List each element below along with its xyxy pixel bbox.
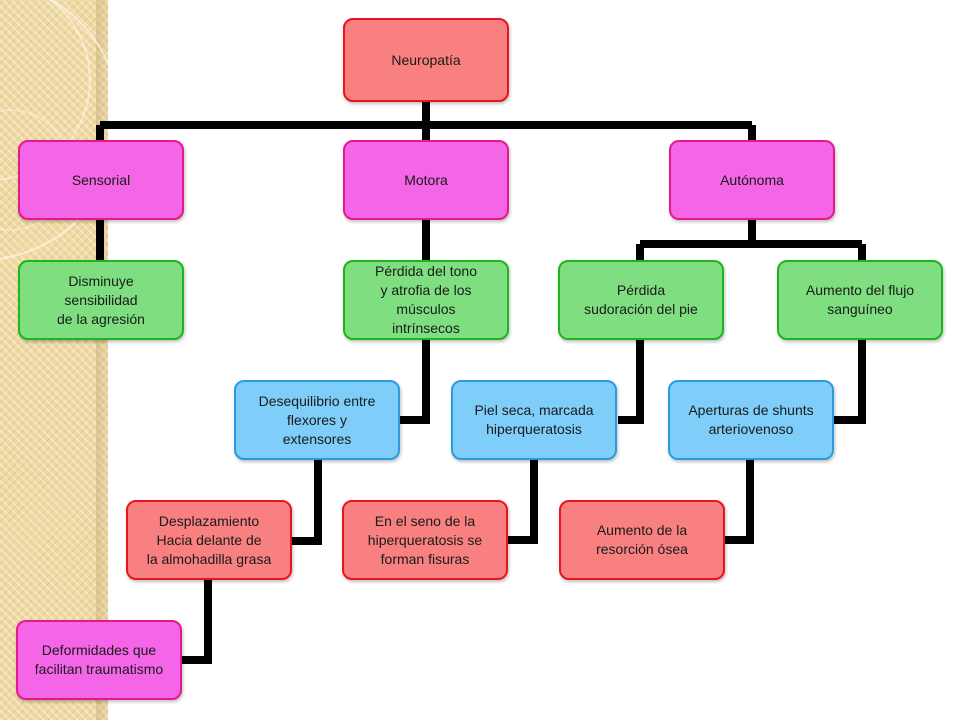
connector-perdida-tono-to-desequilibrio (400, 340, 430, 424)
piel-seca-node[interactable]: Piel seca, marcada hiperqueratosis (451, 380, 617, 460)
deformidades-node[interactable]: Deformidades que facilitan traumatismo (16, 620, 182, 700)
neuropatia-node[interactable]: Neuropatía (343, 18, 509, 102)
desequilibrio-node[interactable]: Desequilibrio entre flexores y extensore… (234, 380, 400, 460)
sensorial-node[interactable]: Sensorial (18, 140, 184, 220)
connector-flujo-to-aperturas (834, 340, 866, 424)
fisuras-node[interactable]: En el seno de la hiperqueratosis se form… (342, 500, 508, 580)
resorcion-osea-node[interactable]: Aumento de la resorción ósea (559, 500, 725, 580)
connector-desequilibrio-to-desplazamiento (292, 460, 322, 545)
perdida-tono-node[interactable]: Pérdida del tono y atrofia de los múscul… (343, 260, 509, 340)
motora-node[interactable]: Motora (343, 140, 509, 220)
paper-texture-background (0, 0, 108, 720)
disminuye-sensibilidad-node[interactable]: Disminuye sensibilidad de la agresión (18, 260, 184, 340)
perdida-sudoracion-node[interactable]: Pérdida sudoración del pie (558, 260, 724, 340)
connector-piel-seca-to-fisuras (508, 460, 538, 544)
connector-root-to-level1 (96, 100, 756, 140)
aperturas-shunts-node[interactable]: Aperturas de shunts arteriovenoso (668, 380, 834, 460)
desplazamiento-node[interactable]: Desplazamiento Hacia delante de la almoh… (126, 500, 292, 580)
autonoma-node[interactable]: Autónoma (669, 140, 835, 220)
connector-sudoracion-to-piel-seca (618, 340, 644, 424)
connector-desplazamiento-to-deformidades (182, 580, 212, 664)
aumento-flujo-node[interactable]: Aumento del flujo sanguíneo (777, 260, 943, 340)
connector-autonoma-to-children (636, 220, 866, 260)
connector-aperturas-to-resorcion (725, 460, 754, 544)
